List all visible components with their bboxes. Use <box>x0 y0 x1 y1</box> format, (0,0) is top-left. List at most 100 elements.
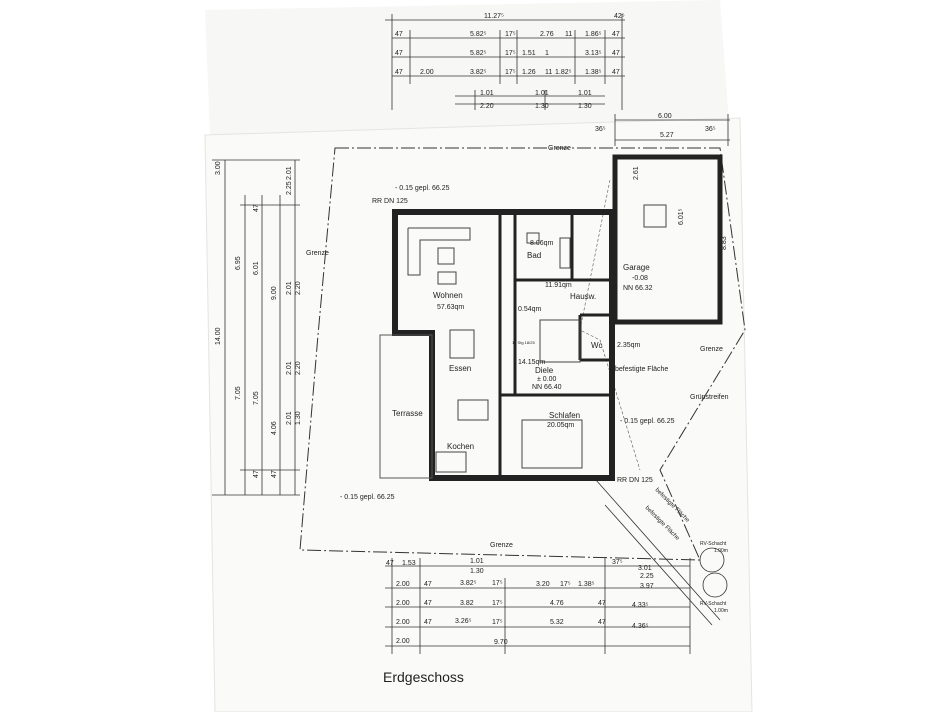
dim-right-1: 6.01⁵ <box>678 208 685 225</box>
bathroom-fixture <box>526 232 540 244</box>
dim-top-5c: 1.30 <box>578 103 592 110</box>
dim-top-5b: 1.30 <box>535 103 549 110</box>
dim-top-1e: 11 <box>565 31 572 38</box>
dim-top-1a: 47 <box>395 31 403 38</box>
befestigte-flaeche: befestigte Fläche <box>615 366 668 373</box>
property-boundary <box>299 147 746 561</box>
dim-top-3i: 47 <box>612 69 620 76</box>
dim-top-0b: 42⁵ <box>614 13 625 20</box>
room-garage-level: -0.08 <box>632 275 648 282</box>
garage-dim-labels: 6.00 36⁵ 5.27 36⁵ <box>595 113 716 139</box>
dim-bottom-4d: 17⁵ <box>492 600 503 607</box>
dim-left-1: 14.00 <box>215 327 222 345</box>
sofa <box>407 227 471 276</box>
dim-left-17: 47 <box>253 470 260 478</box>
dim-bottom-3h: 3.97 <box>640 583 654 590</box>
dim-top-2c: 17⁵ <box>505 50 516 57</box>
room-diele-area: 14.15qm <box>518 359 545 366</box>
room-kochen: Kochen <box>447 442 474 451</box>
room-garage: Garage <box>623 263 650 272</box>
grenze-top: Grenze <box>548 145 571 152</box>
dim-left-8: 2.01 <box>286 166 293 180</box>
bottom-dimensions <box>385 558 691 654</box>
dim-bottom-5a: 2.00 <box>396 619 410 626</box>
dim-left-12: 2.01 <box>286 361 293 375</box>
dim-bottom-4b: 47 <box>424 600 432 607</box>
gruenstreifen: Grünstreifen <box>690 394 729 401</box>
grenze-bottom: Grenze <box>490 542 513 549</box>
dim-top-3h: 1.38⁵ <box>585 69 602 76</box>
dim-top-2d: 1.51 <box>522 50 536 57</box>
dim-left-10: 2.01 <box>286 281 293 295</box>
dim-left-0: 3.00 <box>215 161 222 175</box>
room-terrasse: Terrasse <box>392 409 423 418</box>
top-dimensions <box>385 14 625 110</box>
level-right: - 0.15 gepl. 66.25 <box>620 418 675 425</box>
dim-bottom-5c: 3.26⁵ <box>455 618 472 625</box>
dim-left-18: 47 <box>271 470 278 478</box>
site-hatch-line <box>579 179 641 471</box>
room-labels: Wohnen 57.63qm Essen Kochen Terrasse Bad… <box>392 240 653 451</box>
dim-top-2g: 47 <box>612 50 620 57</box>
dim-top-2a: 47 <box>395 50 403 57</box>
page-title: Erdgeschoss <box>383 669 464 685</box>
dim-left-2: 6.95 <box>235 256 242 270</box>
dim-left-3: 6.01 <box>253 261 260 275</box>
dim-bottom-5f: 47 <box>598 619 606 626</box>
grenze-right: Grenze <box>700 346 723 353</box>
dim-right-2: 2.61 <box>633 166 640 180</box>
dim-bottom-1b: 1.53 <box>402 560 416 567</box>
dim-bottom-1c: 1.01 <box>470 558 484 565</box>
garage-skylight <box>643 204 667 228</box>
rv-schacht-circle-2 <box>702 572 728 598</box>
room-wc-area: 2.35qm <box>617 342 641 349</box>
dim-top-1c: 17⁵ <box>505 31 516 38</box>
dim-bottom-2b: 2.25 <box>640 573 654 580</box>
left-dimensions <box>212 159 300 496</box>
rr-bottom: RR DN 125 <box>617 477 653 484</box>
dim-top-2f: 3.13⁵ <box>585 50 602 57</box>
bathtub <box>559 237 571 269</box>
dim-left-7: 4.06 <box>271 421 278 435</box>
bottom-dim-labels: 47 1.53 1.01 37⁵ 3.01 1.30 2.25 2.00 47 … <box>386 558 654 646</box>
dim-bottom-5e: 5.32 <box>550 619 564 626</box>
dim-top-2b: 5.82⁵ <box>470 50 487 57</box>
dim-bottom-3b: 47 <box>424 581 432 588</box>
room-schlafen: Schlafen <box>549 411 580 420</box>
garage-dimensions <box>614 114 730 146</box>
dim-bottom-6b: 9.70 <box>494 639 508 646</box>
bed <box>521 419 583 469</box>
dim-top-4b: 1.01 <box>535 90 549 97</box>
dim-top-2e: 1 <box>545 50 549 57</box>
room-bad: Bad <box>527 251 541 260</box>
level-top: - 0.15 gepl. 66.25 <box>395 185 450 192</box>
dim-left-9: 2.25 <box>286 181 293 195</box>
dim-bottom-4c: 3.82 <box>460 600 474 607</box>
dim-top-3e: 1.26 <box>522 69 536 76</box>
dim-bottom-4f: 47 <box>598 600 606 607</box>
staircase <box>539 319 581 363</box>
dim-top-3b: 2.00 <box>420 69 434 76</box>
dim-bottom-3g: 1.38⁵ <box>578 581 595 588</box>
stair-label: 15 Stg 18/25 <box>512 340 535 345</box>
dim-bottom-5b: 47 <box>424 619 432 626</box>
dim-top-3d: 17⁵ <box>505 69 516 76</box>
terrace-outline <box>379 334 433 479</box>
dim-bottom-3f: 17⁵ <box>560 581 571 588</box>
dim-bottom-2a: 1.30 <box>470 568 484 575</box>
room-bad-area: 8.06qm <box>530 240 554 247</box>
dim-top-1d: 2.76 <box>540 31 554 38</box>
room-diele-nn: NN 66.40 <box>532 384 562 391</box>
dim-left-4: 9.00 <box>271 286 278 300</box>
top-dimension-labels: 11.27⁵ 42⁵ 47 5.82⁵ 17⁵ 2.76 11 1.86⁵ 47… <box>395 13 625 110</box>
dim-bottom-6a: 2.00 <box>396 638 410 645</box>
dim-bottom-3d: 17⁵ <box>492 580 503 587</box>
dim-bottom-4g: 4.33⁵ <box>632 602 649 609</box>
dim-top-1b: 5.82⁵ <box>470 31 487 38</box>
dim-garage-c: 5.27 <box>660 132 674 139</box>
furniture <box>407 204 667 473</box>
garage-walls <box>612 154 723 325</box>
schacht-size-1: 1.00m <box>714 548 728 554</box>
